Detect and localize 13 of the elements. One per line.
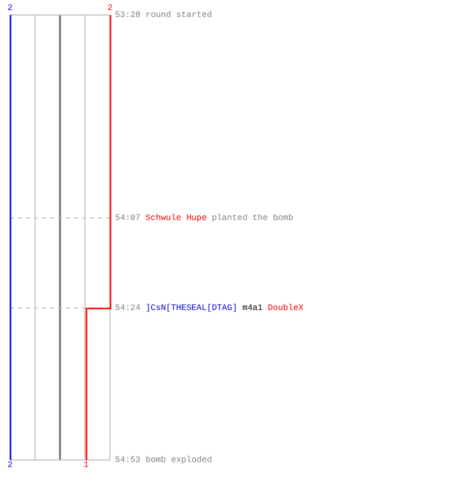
player-name: ]CsN[THESEAL[DTAG] <box>146 303 238 313</box>
event-time: 54:24 <box>115 303 141 313</box>
event-text: 54:53 bomb exploded <box>115 455 212 465</box>
event-time: 54:07 <box>115 213 141 223</box>
weapon-name: m4a1 <box>242 303 263 313</box>
team-count: 1 <box>83 461 89 470</box>
player-name: DoubleX <box>268 303 304 313</box>
player-name: Schwule Hupe <box>146 213 207 223</box>
team-count: 2 <box>7 4 13 13</box>
team-count: 2 <box>7 461 13 470</box>
event-text: 53:28 round started <box>115 10 212 20</box>
team-count: 2 <box>107 4 113 13</box>
event-text: planted the bomb <box>212 213 294 223</box>
